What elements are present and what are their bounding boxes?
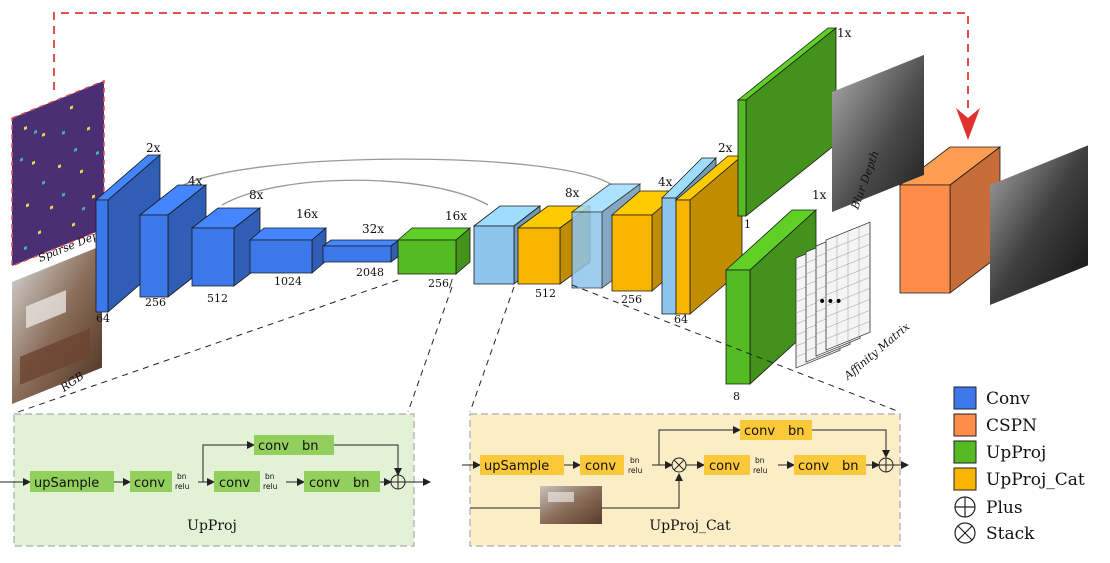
upproj-cat-shortcut-conv-label: conv bbox=[744, 424, 775, 439]
skip-connections bbox=[177, 158, 613, 206]
upproj-conv2-label: conv bbox=[219, 476, 250, 491]
encoder-scale-label: 16x bbox=[296, 207, 318, 221]
upproj-conv-label: conv bbox=[134, 476, 165, 491]
decoder-scale-label: 16x bbox=[445, 209, 467, 223]
encoder bbox=[94, 154, 401, 313]
legend: Conv CSPN UpProj UpProj_Cat Plus Stack bbox=[953, 386, 1085, 544]
upproj-shortcut-conv-label: conv bbox=[258, 439, 289, 454]
affinity-scale-label: 1x bbox=[812, 188, 827, 202]
sparse-depth-image bbox=[11, 79, 105, 268]
legend-swatch-upproj-cat bbox=[953, 467, 977, 491]
upproj-block bbox=[396, 227, 472, 275]
decoder-channel-label: 256 bbox=[621, 293, 642, 306]
upproj-cat-relu-label: relu bbox=[628, 466, 643, 475]
upproj-upsample-label: upSample bbox=[34, 476, 99, 491]
decoder-scale-label: 4x bbox=[658, 175, 673, 189]
upproj-cat-conv2-module bbox=[704, 455, 750, 475]
encoder-channel-label: 1024 bbox=[274, 275, 302, 288]
upproj-relu-label: relu bbox=[175, 482, 190, 491]
legend-swatch-conv bbox=[953, 386, 977, 410]
upproj-cat-conv-module bbox=[580, 455, 624, 475]
upproj-panel: upSample conv bn relu conv bn conv bn re… bbox=[0, 413, 431, 547]
blur-depth-scale-label: 1x bbox=[837, 26, 852, 40]
blur-depth-channel-label: 1 bbox=[744, 218, 751, 231]
encoder-labels: 2x 4x 8x 16x 32x 64 256 512 1024 2048 bbox=[96, 141, 384, 325]
encoder-scale-label: 4x bbox=[188, 174, 203, 188]
upproj-shortcut-bn-label: bn bbox=[302, 439, 319, 454]
blur-depth-image bbox=[832, 54, 924, 212]
encoder-channel-label: 512 bbox=[207, 292, 228, 305]
upproj-upsample-module bbox=[30, 471, 114, 492]
upproj-cat-bn-label: bn bbox=[630, 456, 640, 465]
upproj-cat-conv-label: conv bbox=[585, 459, 616, 474]
upproj-cat-panel: upSample conv bn relu conv bn conv bn re… bbox=[462, 413, 909, 547]
plus-icon bbox=[954, 496, 976, 518]
upproj-relu2-label: relu bbox=[263, 482, 278, 491]
upproj-cat-conv3-module bbox=[794, 455, 866, 475]
encoder-scale-label: 8x bbox=[249, 188, 264, 202]
affinity-matrix-stack: ••• bbox=[795, 221, 871, 369]
legend-label-plus: Plus bbox=[986, 498, 1023, 518]
upproj-cat-upsample-label: upSample bbox=[484, 459, 549, 474]
conv-block bbox=[190, 207, 262, 287]
upproj-cat-relu2-label: relu bbox=[753, 466, 768, 475]
encoder-scale-label: 32x bbox=[362, 222, 384, 236]
decoder-labels: 16x 8x 4x 2x 256/ 512 256 64 bbox=[428, 141, 733, 326]
upproj-shortcut-module bbox=[254, 435, 334, 455]
legend-swatch-cspn bbox=[953, 413, 977, 437]
upproj-cat-bn2-label: bn bbox=[755, 456, 765, 465]
encoder-channel-label: 2048 bbox=[356, 266, 384, 279]
upproj-cat-panel-title: UpProj_Cat bbox=[649, 518, 731, 534]
legend-label-stack: Stack bbox=[986, 524, 1035, 544]
rgb-image bbox=[12, 245, 102, 404]
encoder-scale-label: 2x bbox=[146, 141, 161, 155]
conv-block bbox=[321, 239, 401, 263]
upproj-panel-title: UpProj bbox=[187, 518, 237, 534]
rgb-thumbnail bbox=[540, 486, 602, 524]
legend-label-upproj: UpProj bbox=[986, 443, 1046, 463]
decoder-scale-label: 2x bbox=[718, 141, 733, 155]
upproj-conv-module bbox=[130, 471, 172, 492]
decoder bbox=[396, 27, 1002, 385]
upproj-output-affinity bbox=[724, 209, 818, 385]
upproj-bn3-label: bn bbox=[353, 476, 370, 491]
decoder-channel-label: 256/ bbox=[428, 277, 453, 290]
upproj-cat-conv2-label: conv bbox=[709, 459, 740, 474]
legend-swatch-upproj bbox=[953, 440, 977, 464]
legend-label-cspn: CSPN bbox=[986, 416, 1037, 436]
upproj-cat-bn3-label: bn bbox=[842, 459, 859, 474]
upproj-cat-shortcut-bn-label: bn bbox=[788, 424, 805, 439]
decoder-channel-label: 512 bbox=[535, 287, 556, 300]
affinity-matrix-grid bbox=[825, 221, 871, 351]
plus-icon bbox=[390, 474, 406, 490]
zoom-guides bbox=[17, 279, 901, 413]
stack-icon bbox=[954, 522, 976, 544]
legend-label-conv: Conv bbox=[986, 389, 1030, 409]
legend-label-upproj-cat: UpProj_Cat bbox=[986, 470, 1085, 490]
affinity-channel-label: 8 bbox=[733, 390, 740, 403]
upproj-cat-conv3-label: conv bbox=[798, 459, 829, 474]
upproj-cat-shortcut-module bbox=[740, 420, 812, 440]
upproj-cat-upsample-module bbox=[480, 455, 564, 475]
upproj-conv3-module bbox=[304, 471, 380, 492]
upproj-conv3-label: conv bbox=[309, 476, 340, 491]
encoder-channel-label: 64 bbox=[96, 312, 110, 325]
output-depth-image bbox=[990, 145, 1088, 305]
sparse-depth-skip-arrow bbox=[53, 12, 980, 140]
upproj-bn2-label: bn bbox=[265, 472, 275, 481]
upproj-conv2-module bbox=[214, 471, 260, 492]
plus-icon bbox=[878, 457, 894, 473]
ellipsis-icon: ••• bbox=[818, 294, 843, 310]
decoder-channel-label: 64 bbox=[674, 313, 688, 326]
encoder-channel-label: 256 bbox=[145, 296, 166, 309]
upproj-bn-label: bn bbox=[177, 472, 187, 481]
decoder-scale-label: 8x bbox=[565, 186, 580, 200]
output-labels: 1x 1 1x 8 bbox=[733, 26, 852, 403]
conv-block bbox=[248, 227, 328, 274]
